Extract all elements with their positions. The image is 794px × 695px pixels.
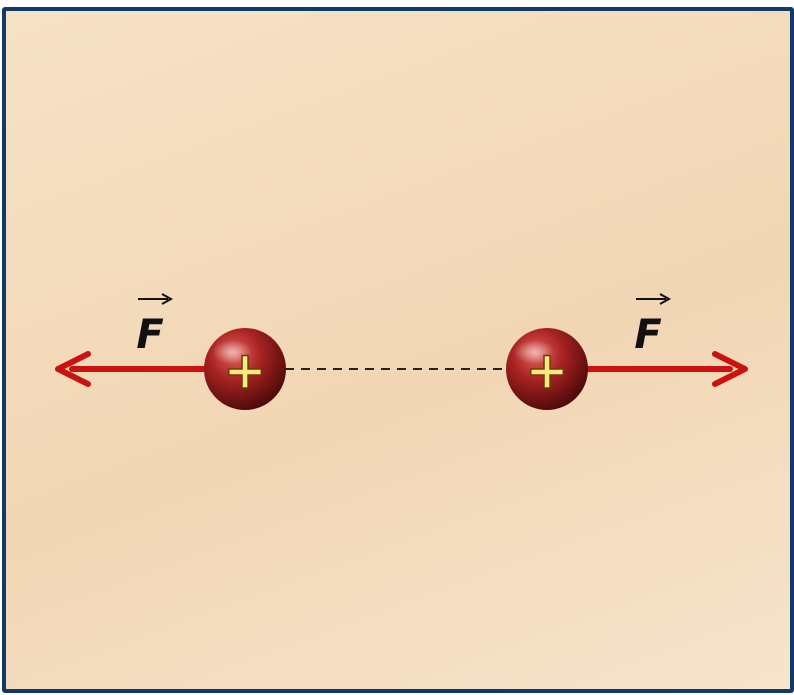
vector-arrow-icon xyxy=(138,293,174,305)
force-arrow-left xyxy=(55,351,209,387)
force-arrow-right xyxy=(583,351,748,387)
force-label-left: F xyxy=(136,293,174,358)
force-label-right: F xyxy=(634,293,672,358)
diagram-frame xyxy=(2,7,794,693)
force-label-right-text: F xyxy=(634,312,661,358)
positive-charge-left: + xyxy=(204,328,286,410)
charge-sign-left: + xyxy=(223,341,267,401)
vector-arrow-icon xyxy=(636,293,672,305)
force-label-left-text: F xyxy=(136,312,163,358)
positive-charge-right: + xyxy=(506,328,588,410)
charge-sign-right: + xyxy=(525,341,569,401)
